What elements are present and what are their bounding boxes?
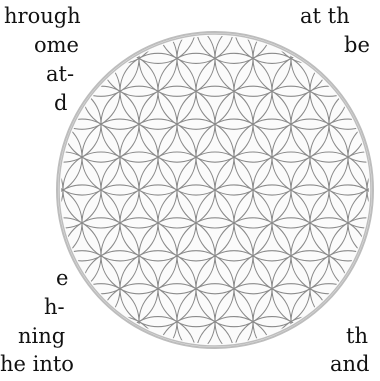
flower-of-life-image (55, 0, 377, 381)
